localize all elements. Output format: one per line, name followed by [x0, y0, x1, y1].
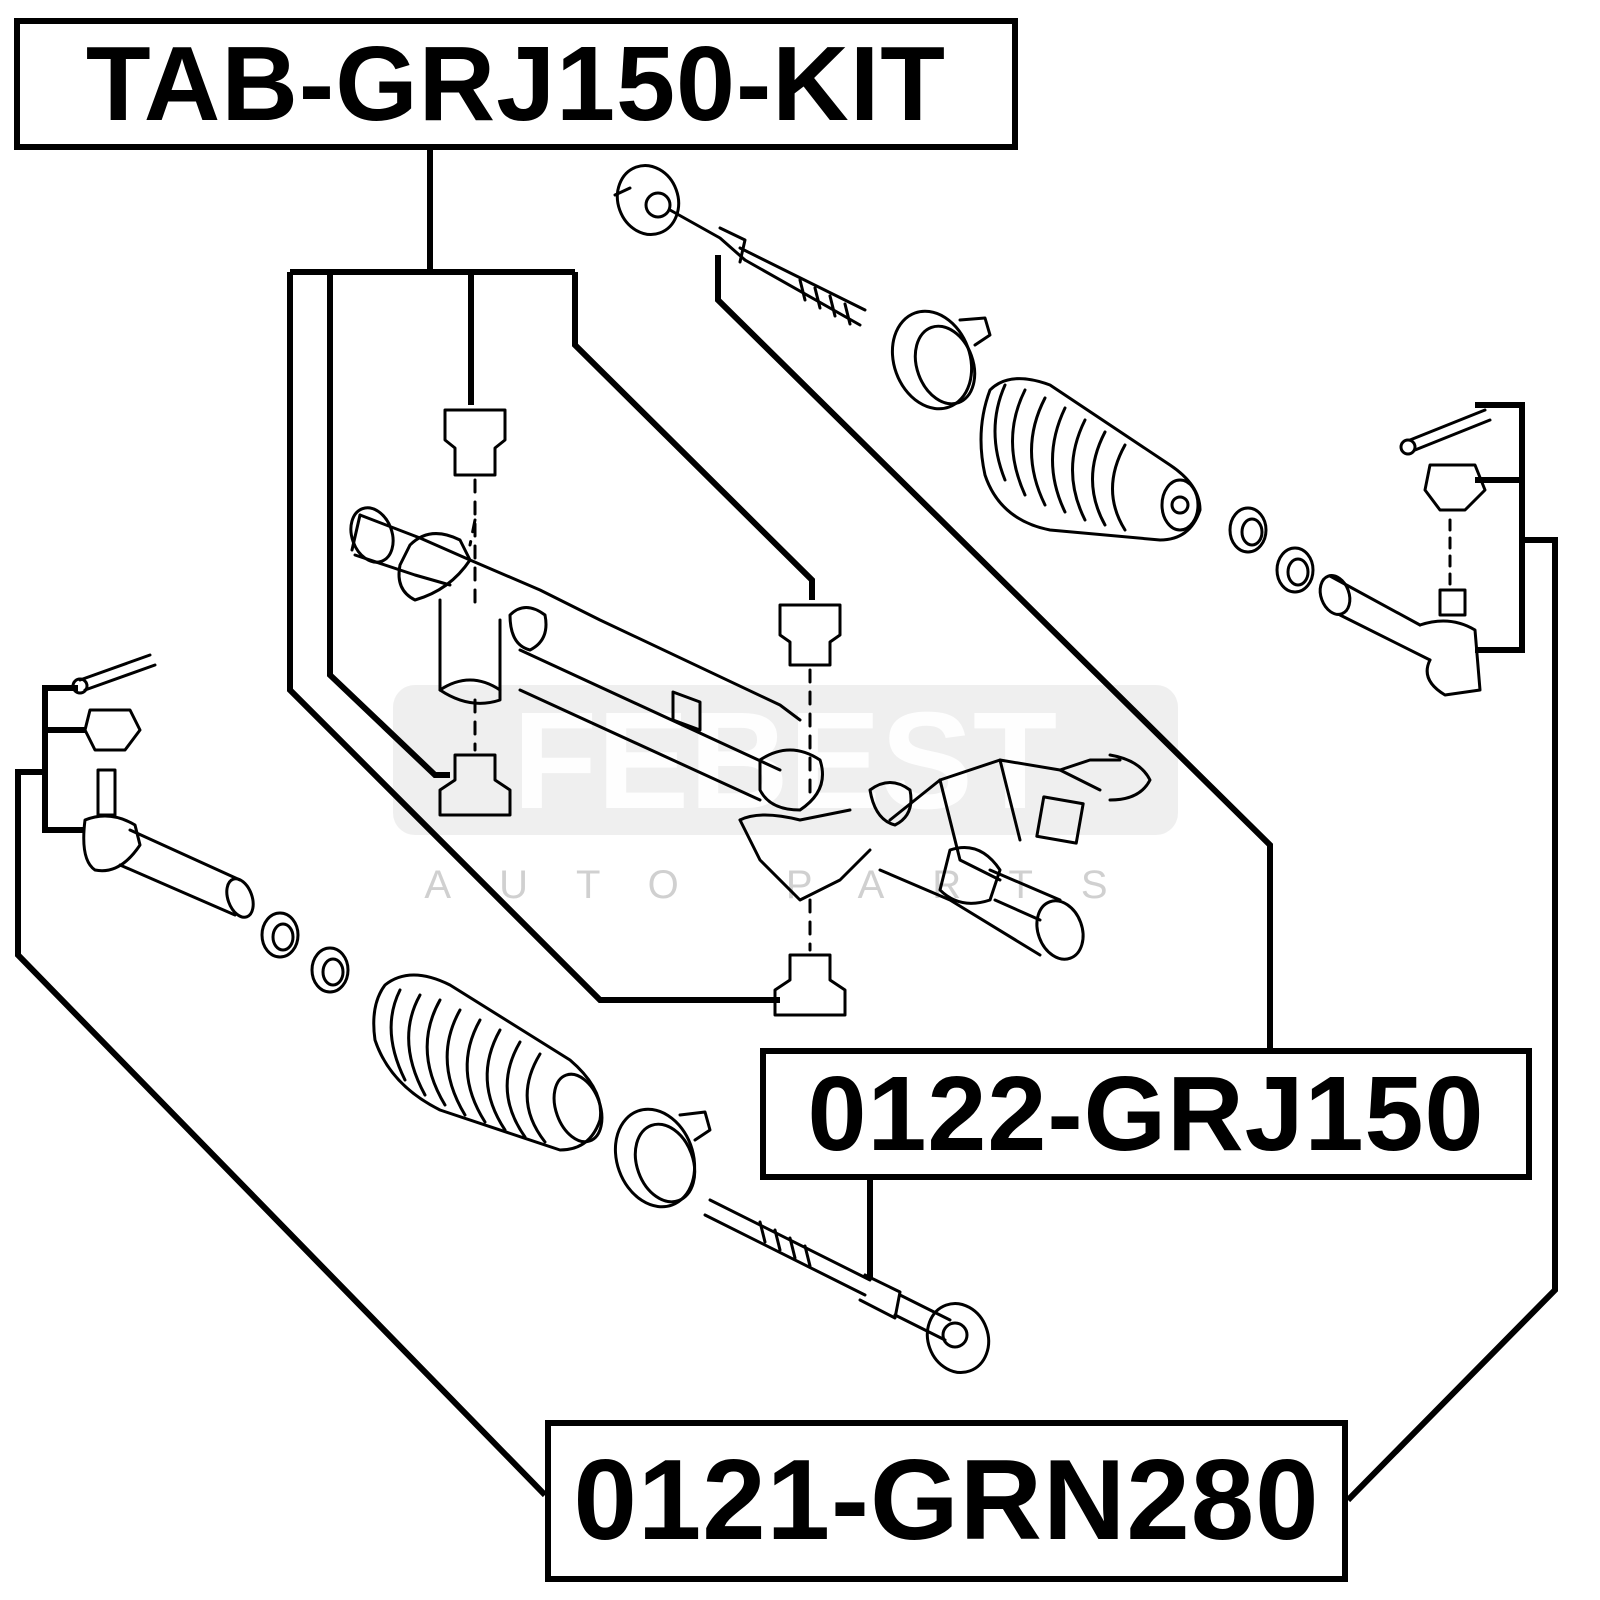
bushing-axis-lines [468, 478, 812, 952]
kit-part-number-label: TAB-GRJ150-KIT [14, 18, 1018, 150]
upper-clips [1228, 506, 1315, 594]
lower-tie-rod [703, 1198, 991, 1374]
watermark-tagline: AUTO PARTS [424, 863, 1155, 907]
leader-lines [15, 150, 1558, 1503]
tie-rod-part-number-label: 0122-GRJ150 [760, 1048, 1532, 1180]
lower-rack-boot [372, 973, 604, 1152]
lower-clips [260, 911, 350, 994]
lower-boot-clamp [613, 1107, 712, 1209]
steering-rack-housing [349, 506, 1152, 961]
upper-rack-boot [979, 377, 1202, 542]
mount-bushings [438, 408, 847, 1017]
tie-rod-end-part-number-label: 0121-GRN280 [545, 1420, 1348, 1582]
lower-tie-rod-end [71, 653, 255, 919]
upper-boot-clamp [890, 309, 992, 411]
upper-tie-rod-end [1318, 408, 1492, 697]
upper-tie-rod [613, 164, 867, 327]
